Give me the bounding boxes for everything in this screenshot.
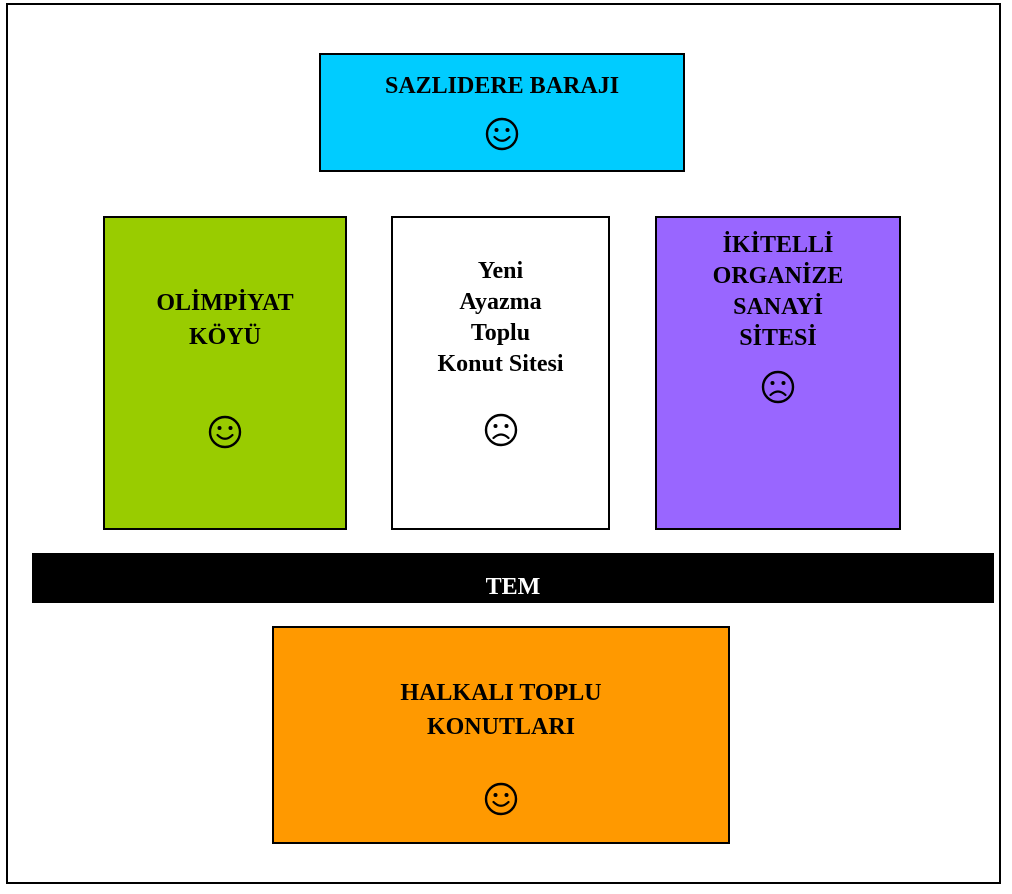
node-olimpiyat-koyu: OLİMPİYAT KÖYÜ bbox=[103, 216, 347, 530]
node-label-line: Toplu bbox=[470, 320, 531, 346]
tem-road-bar: TEM bbox=[32, 553, 994, 603]
node-label-line: ORGANİZE bbox=[712, 263, 844, 289]
node-label-line: KÖYÜ bbox=[188, 324, 261, 350]
node-label-line: OLİMPİYAT bbox=[156, 290, 294, 316]
node-halkali-toplu-konutlari: HALKALI TOPLU KONUTLARI bbox=[272, 626, 730, 844]
frowny-icon bbox=[484, 413, 517, 447]
smiley-icon bbox=[485, 117, 519, 151]
node-label-line: İKİTELLİ bbox=[722, 232, 834, 258]
node-label-line: Konut Sitesi bbox=[437, 351, 564, 377]
smiley-icon bbox=[208, 415, 242, 449]
smiley-icon bbox=[484, 782, 518, 816]
tem-road-label: TEM bbox=[485, 574, 541, 600]
node-label-line: SİTESİ bbox=[739, 325, 817, 351]
node-sazlidere-baraji: SAZLIDERE BARAJI bbox=[319, 53, 685, 172]
node-label-line: Yeni bbox=[477, 258, 524, 284]
node-yeni-ayazma: Yeni Ayazma Toplu Konut Sitesi bbox=[391, 216, 610, 530]
node-label-line: KONUTLARI bbox=[426, 714, 575, 740]
node-label: HALKALI TOPLU KONUTLARI bbox=[400, 676, 601, 744]
diagram-frame bbox=[6, 3, 1001, 884]
frowny-icon bbox=[761, 370, 795, 404]
node-label-line: HALKALI TOPLU bbox=[400, 680, 602, 706]
node-label: SAZLIDERE BARAJI bbox=[385, 72, 619, 100]
node-label-line: SANAYİ bbox=[733, 294, 823, 320]
node-label: İKİTELLİ ORGANİZE SANAYİ SİTESİ bbox=[713, 230, 844, 354]
node-label-line: Ayazma bbox=[459, 289, 542, 315]
node-ikitelli-organize-sanayi: İKİTELLİ ORGANİZE SANAYİ SİTESİ bbox=[655, 216, 901, 530]
node-label: Yeni Ayazma Toplu Konut Sitesi bbox=[437, 256, 563, 380]
node-label-line: SAZLIDERE BARAJI bbox=[384, 73, 620, 99]
node-label: OLİMPİYAT KÖYÜ bbox=[156, 286, 293, 354]
